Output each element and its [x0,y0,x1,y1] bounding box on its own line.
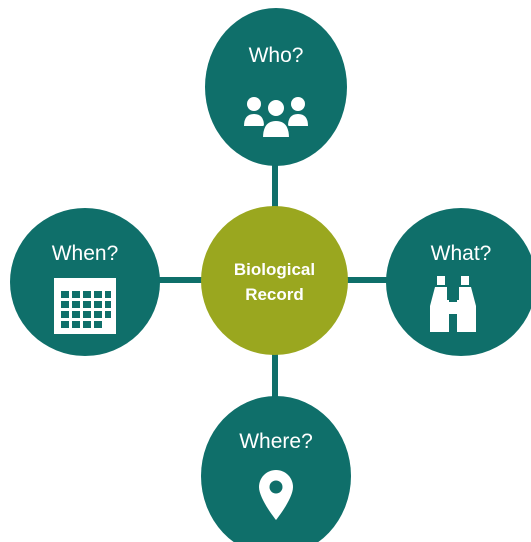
node-what-label: What? [430,242,492,265]
center-node: Biological Record [201,206,348,355]
binoculars-icon [430,276,476,337]
node-who: Who? [205,8,347,166]
connector-left [158,277,210,283]
connector-bottom [272,350,278,408]
center-label-line1: Biological [233,260,316,279]
connector-right [340,277,392,283]
calendar-icon [54,278,116,339]
node-when: When? [10,208,160,356]
node-what: What? [386,208,531,356]
people-icon [244,94,308,143]
node-where-label: Where? [239,430,313,453]
center-label-line2: Record [245,285,304,304]
node-who-label: Who? [248,44,304,67]
connector-top [272,160,278,212]
node-when-label: When? [51,242,119,265]
node-where: Where? [201,396,351,542]
location-pin-icon [259,470,293,525]
